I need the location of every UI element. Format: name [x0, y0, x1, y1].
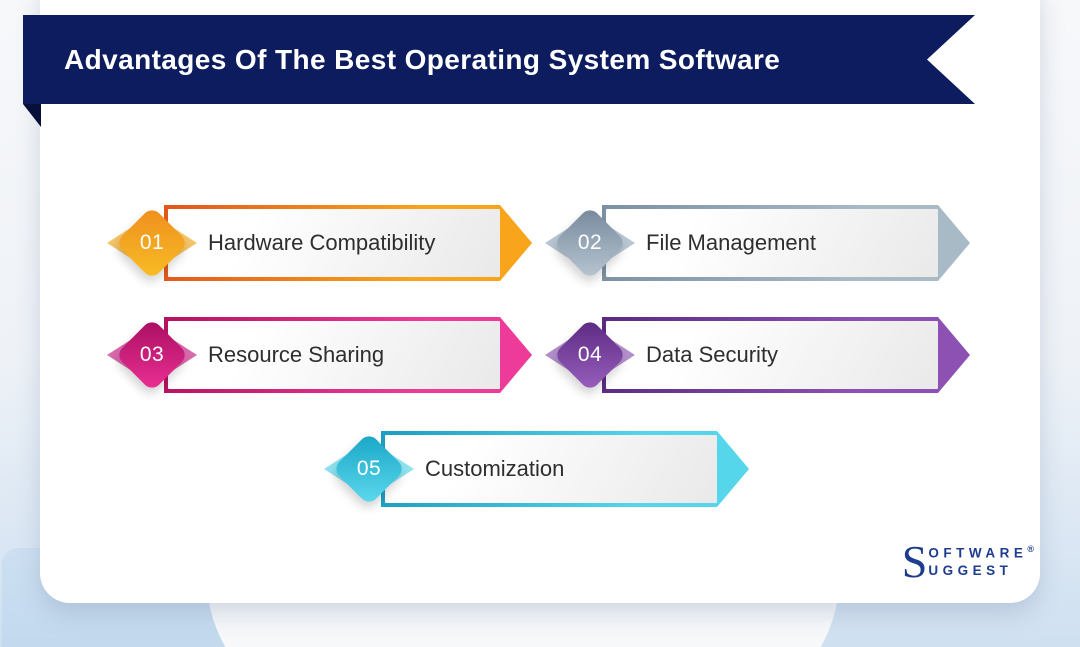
- arrow-banner-body: [385, 435, 717, 503]
- page-title: Advantages Of The Best Operating System …: [64, 43, 781, 75]
- logo-text: OFTWARE® UGGEST: [928, 544, 1034, 580]
- advantage-item-2: File Management 02: [545, 205, 970, 281]
- arrow-banner: File Management: [602, 205, 970, 281]
- number-badge: 04: [545, 318, 635, 392]
- number-badge: 02: [545, 206, 635, 280]
- badge-number: 03: [139, 343, 165, 366]
- number-badge: 01: [107, 206, 197, 280]
- title-ribbon: Advantages Of The Best Operating System …: [23, 15, 975, 127]
- advantage-item-1: Hardware Compatibility 01: [107, 205, 532, 281]
- arrow-banner-body: [168, 321, 500, 389]
- logo-initial: S: [901, 536, 928, 587]
- title-ribbon-fold: [23, 104, 41, 127]
- title-ribbon-shape: [23, 15, 975, 104]
- arrow-banner-body: [606, 321, 938, 389]
- arrow-banner-body: [168, 209, 500, 277]
- advantage-item-4: Data Security 04: [545, 317, 970, 393]
- arrow-banner-body: [606, 209, 938, 277]
- arrow-banner: Customization: [381, 431, 749, 507]
- number-badge: 03: [107, 318, 197, 392]
- badge-number: 04: [577, 343, 603, 366]
- arrow-banner: Data Security: [602, 317, 970, 393]
- number-badge: 05: [324, 432, 414, 506]
- arrow-banner: Hardware Compatibility: [164, 205, 532, 281]
- arrow-banner: Resource Sharing: [164, 317, 532, 393]
- logo-line-1: OFTWARE®: [928, 544, 1034, 561]
- advantage-label: Resource Sharing: [208, 342, 385, 367]
- advantage-label: Customization: [425, 456, 565, 481]
- badge-number: 01: [139, 231, 165, 254]
- advantage-label: Hardware Compatibility: [208, 230, 436, 255]
- softwaresuggest-logo: S OFTWARE® UGGEST: [901, 536, 1034, 587]
- logo-line-2: UGGEST: [928, 563, 1013, 579]
- advantage-item-3: Resource Sharing 03: [107, 317, 532, 393]
- advantage-label: File Management: [646, 230, 816, 255]
- registered-mark: ®: [1027, 544, 1034, 555]
- badge-number: 02: [577, 231, 603, 254]
- advantage-item-5: Customization 05: [324, 431, 749, 507]
- badge-number: 05: [356, 457, 382, 480]
- advantage-label: Data Security: [646, 342, 779, 367]
